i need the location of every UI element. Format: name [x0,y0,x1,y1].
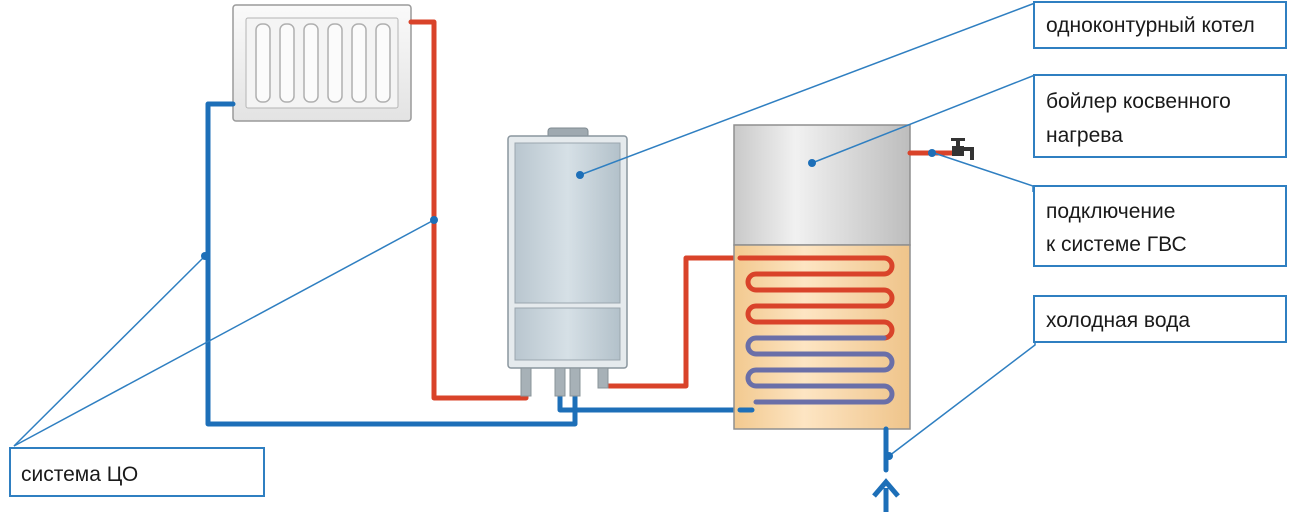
cold-water-inlet [872,426,900,512]
callout-boiler: одноконтурный котел [1033,1,1287,49]
callout-dhw-line2: к системе ГВС [1046,233,1187,256]
callout-indirect-tank: бойлер косвенного нагрева [1033,74,1287,158]
heating-coil [737,255,895,341]
coil-return-pipe [557,365,743,413]
callout-heating-system: система ЦО [9,447,265,497]
connection-dots [201,149,936,460]
radiator [232,4,412,122]
callout-boiler-text: одноконтурный котел [1046,14,1255,37]
callout-cold-water: холодная вода [1033,295,1287,343]
callout-indirect-line1: бойлер косвенного [1046,90,1231,113]
callout-heating-system-text: система ЦО [21,463,138,486]
single-circuit-boiler [507,127,628,397]
callout-indirect-line2: нагрева [1046,124,1123,147]
heating-coil-cool-section [745,335,895,405]
faucet-icon [951,138,974,160]
hot-water-outlet [907,138,974,160]
callout-cold-water-text: холодная вода [1046,309,1190,332]
heating-return-pipe [205,101,578,427]
arrow-up-icon [872,478,900,512]
leader-lines [13,2,1036,457]
callout-dhw-line1: подключение [1046,200,1175,223]
indirect-heating-tank [733,124,911,430]
callout-dhw: подключение к системе ГВС [1033,185,1287,267]
